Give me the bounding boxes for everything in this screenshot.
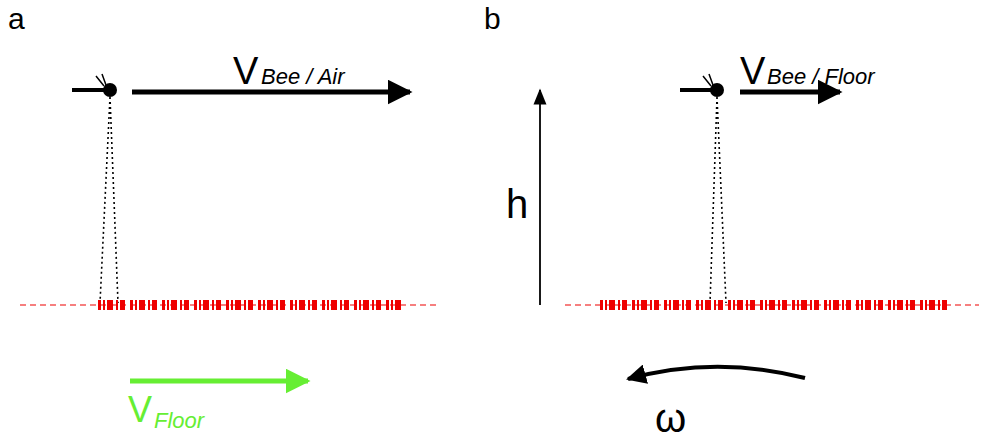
velocity-subscript: Bee / Air (261, 66, 345, 88)
height-symbol: h (506, 184, 528, 224)
height-arrow (539, 90, 541, 305)
floor-velocity-arrow (130, 379, 308, 384)
panel-letter: b (484, 4, 501, 34)
view-cone (710, 97, 726, 303)
angular-velocity-symbol: ω (655, 398, 686, 438)
velocity-symbol: V (128, 392, 152, 428)
bee-icon (680, 74, 724, 97)
panel-letter: a (8, 4, 25, 34)
velocity-symbol: V (233, 52, 258, 90)
view-cone (100, 97, 118, 303)
velocity-subscript: Floor (154, 410, 204, 432)
velocity-subscript: Bee / Floor (767, 66, 875, 88)
bee-icon (72, 74, 117, 97)
velocity-arrow (132, 90, 410, 95)
velocity-arrow (740, 90, 840, 95)
floor-texture (600, 300, 947, 310)
rotation-arrow (628, 367, 805, 379)
floor-texture (98, 300, 401, 310)
velocity-symbol: V (740, 52, 765, 90)
